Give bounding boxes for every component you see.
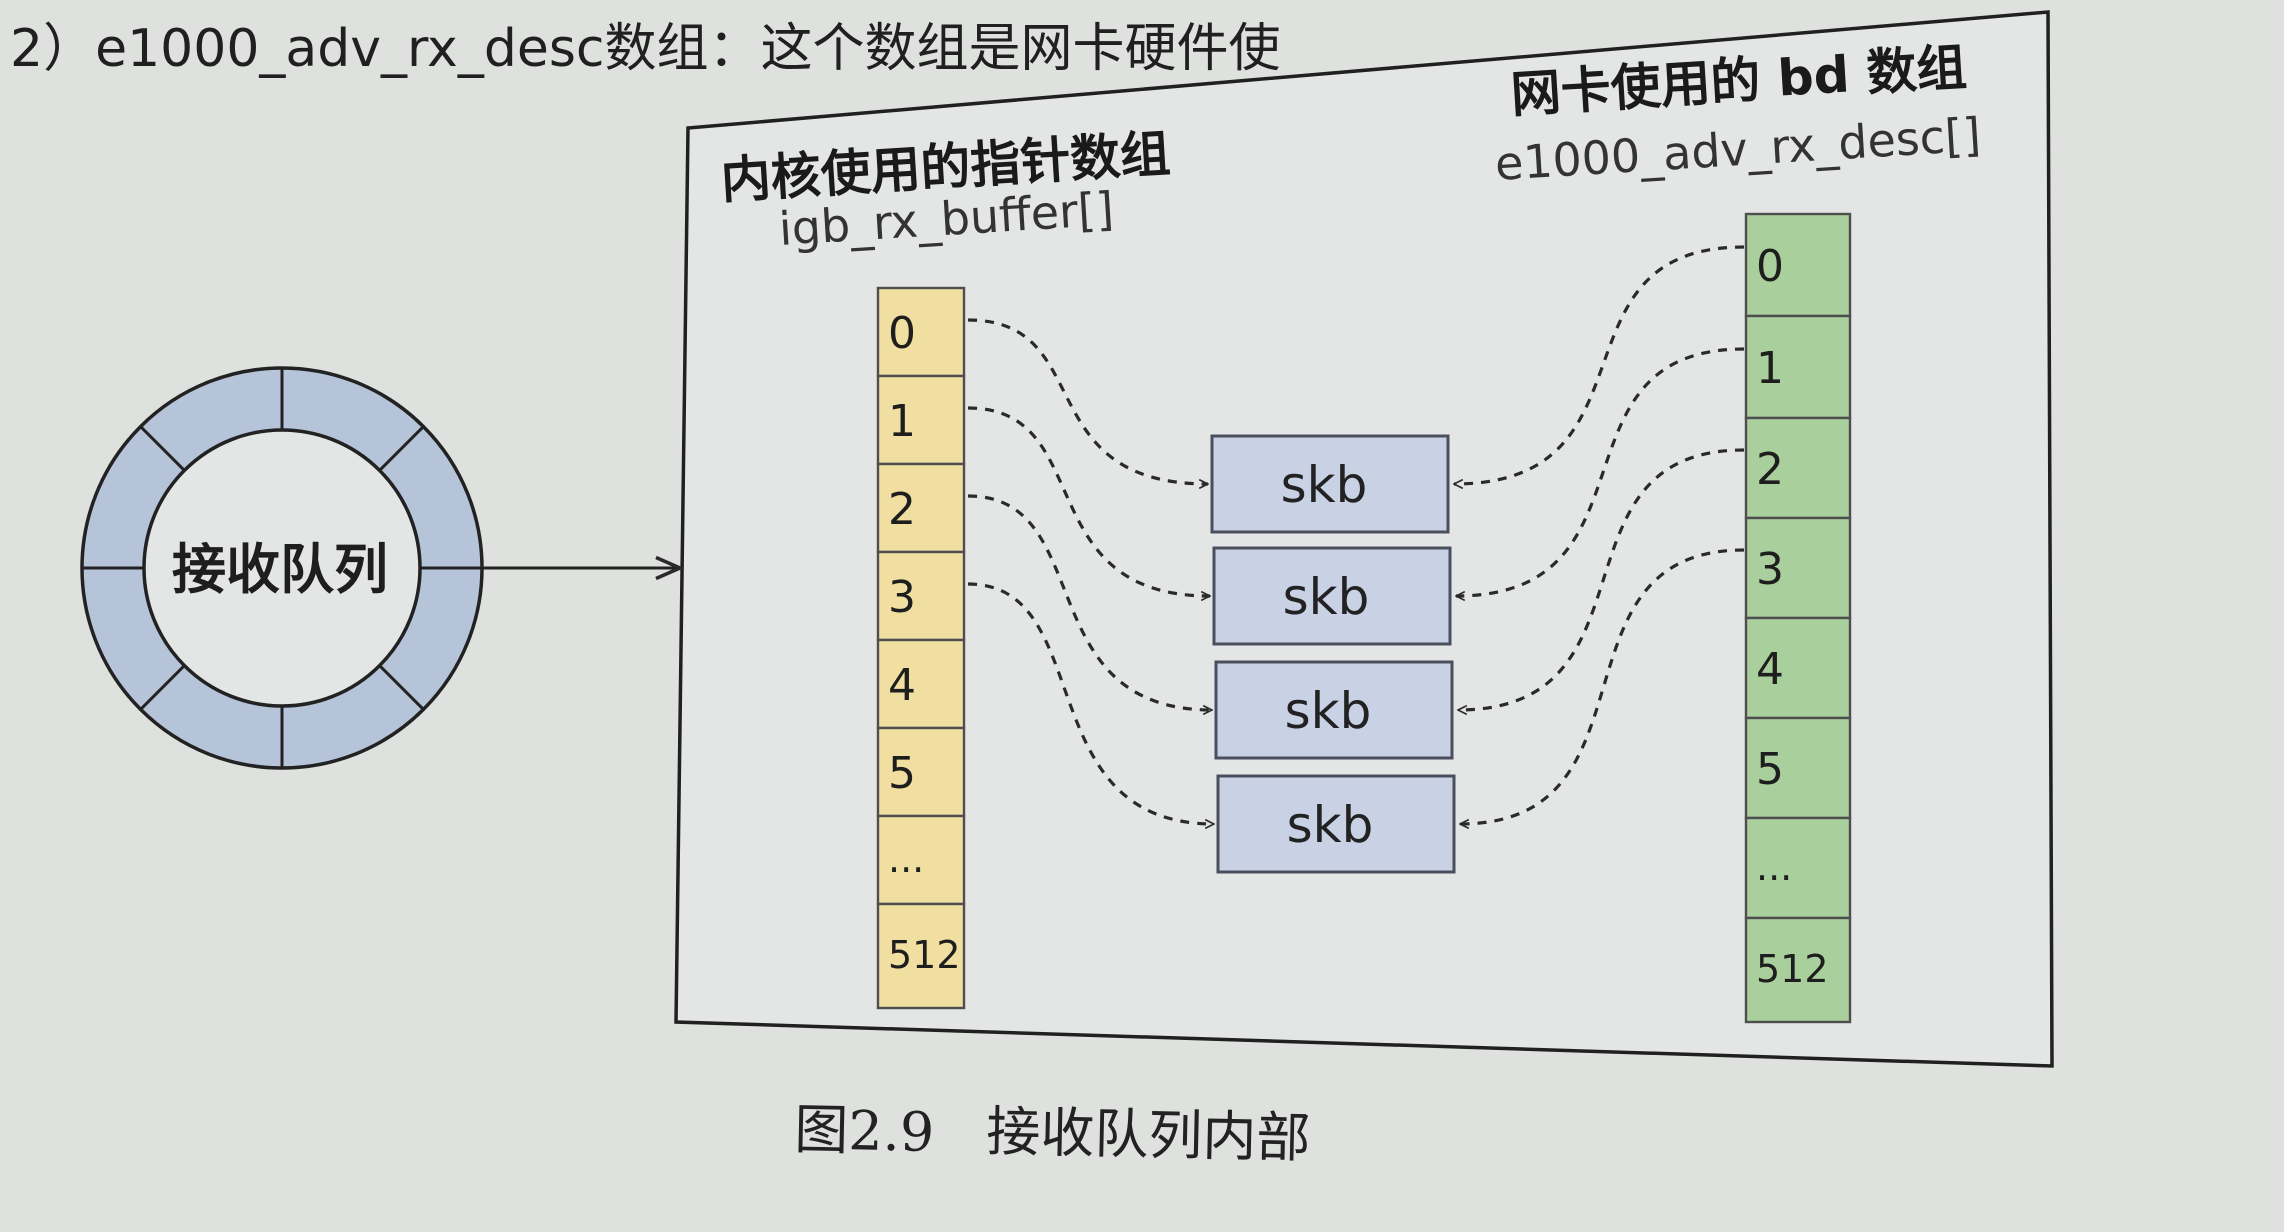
kernel-array-cell-1 <box>876 374 966 466</box>
kernel-to-skb-link-0 <box>967 318 1208 484</box>
nic-array-cell-label-5: 5 <box>1756 744 1784 795</box>
kernel-array-cell-5 <box>876 726 966 818</box>
kernel-array-cell-label-2: 2 <box>888 484 916 535</box>
kernel-array: 0 1 2 3 4 5... 512 <box>876 286 966 1010</box>
kernel-array-cell-label-3: 3 <box>888 572 916 623</box>
nic-to-skb-link-3 <box>1460 548 1745 824</box>
kernel-array-cell-label-0: 0 <box>888 308 916 359</box>
nic-array-cell-7 <box>1744 916 1852 1024</box>
nic-array-cell-label-7: 512 <box>1756 947 1829 991</box>
skb-box-0 <box>1210 434 1450 534</box>
receive-queue-ring: 接收队列 <box>80 366 484 770</box>
kernel-array-cell-7 <box>876 902 966 1010</box>
nic-to-skb-link-0 <box>1454 245 1745 484</box>
nic-array-cell-label-2: 2 <box>1756 444 1784 495</box>
skb-boxes: skb skb skb skb <box>1210 434 1456 874</box>
kernel-array-cell-label-5: 5 <box>888 748 916 799</box>
figure-title: 接收队列内部 <box>986 1100 1311 1170</box>
skb-label-2: skb <box>1285 682 1372 740</box>
kernel-array-cell-2 <box>876 462 966 554</box>
skb-box-1 <box>1212 546 1452 646</box>
kernel-to-skb-link-3 <box>967 582 1214 824</box>
skb-label-3: skb <box>1287 796 1374 854</box>
nic-array-cell-2 <box>1744 416 1852 520</box>
nic-array-cell-4 <box>1744 616 1852 720</box>
kernel-array-cell-label-4: 4 <box>888 660 916 711</box>
header-text: 2）e1000_adv_rx_desc数组：这个数组是网卡硬件使 <box>10 19 1281 79</box>
nic-array-cell-1 <box>1744 314 1852 420</box>
kernel-array-cell-label-1: 1 <box>888 396 916 447</box>
skb-box-2 <box>1214 660 1454 760</box>
ring-segment-divider <box>139 425 186 472</box>
nic-array-cell-label-4: 4 <box>1756 644 1784 695</box>
nic-array-cell-label-1: 1 <box>1756 343 1784 394</box>
nic-array-cell-6 <box>1744 816 1852 920</box>
kernel-array-cell-label-6: ... <box>888 837 924 881</box>
kernel-array-cell-4 <box>876 638 966 730</box>
ring-segment-divider <box>378 664 425 711</box>
nic-array-cell-0 <box>1744 212 1852 318</box>
skb-box-3 <box>1216 774 1456 874</box>
skb-label-1: skb <box>1283 568 1370 626</box>
nic-array-cell-3 <box>1744 516 1852 620</box>
ring-segment-divider <box>378 425 425 472</box>
figure-number: 图2.9 <box>794 1098 935 1164</box>
nic-to-skb-link-2 <box>1458 448 1745 710</box>
ring-label: 接收队列 <box>172 538 388 601</box>
nic-array-cell-5 <box>1744 716 1852 820</box>
nic-array: 0 1 2 3 4 5... 512 <box>1744 212 1852 1024</box>
nic-array-cell-label-6: ... <box>1756 845 1792 889</box>
kernel-to-skb-link-2 <box>967 494 1212 710</box>
kernel-array-cell-label-7: 512 <box>888 933 961 977</box>
nic-to-skb-link-1 <box>1456 347 1745 596</box>
dashed-links <box>967 245 1745 824</box>
array-frame <box>674 10 2054 1068</box>
ring-dividers <box>82 368 482 768</box>
nic-array-cell-label-3: 3 <box>1756 544 1784 595</box>
skb-label-0: skb <box>1281 456 1368 514</box>
nic-array-cell-label-0: 0 <box>1756 241 1784 292</box>
kernel-array-cell-0 <box>876 286 966 378</box>
ring-segment-divider <box>139 664 186 711</box>
